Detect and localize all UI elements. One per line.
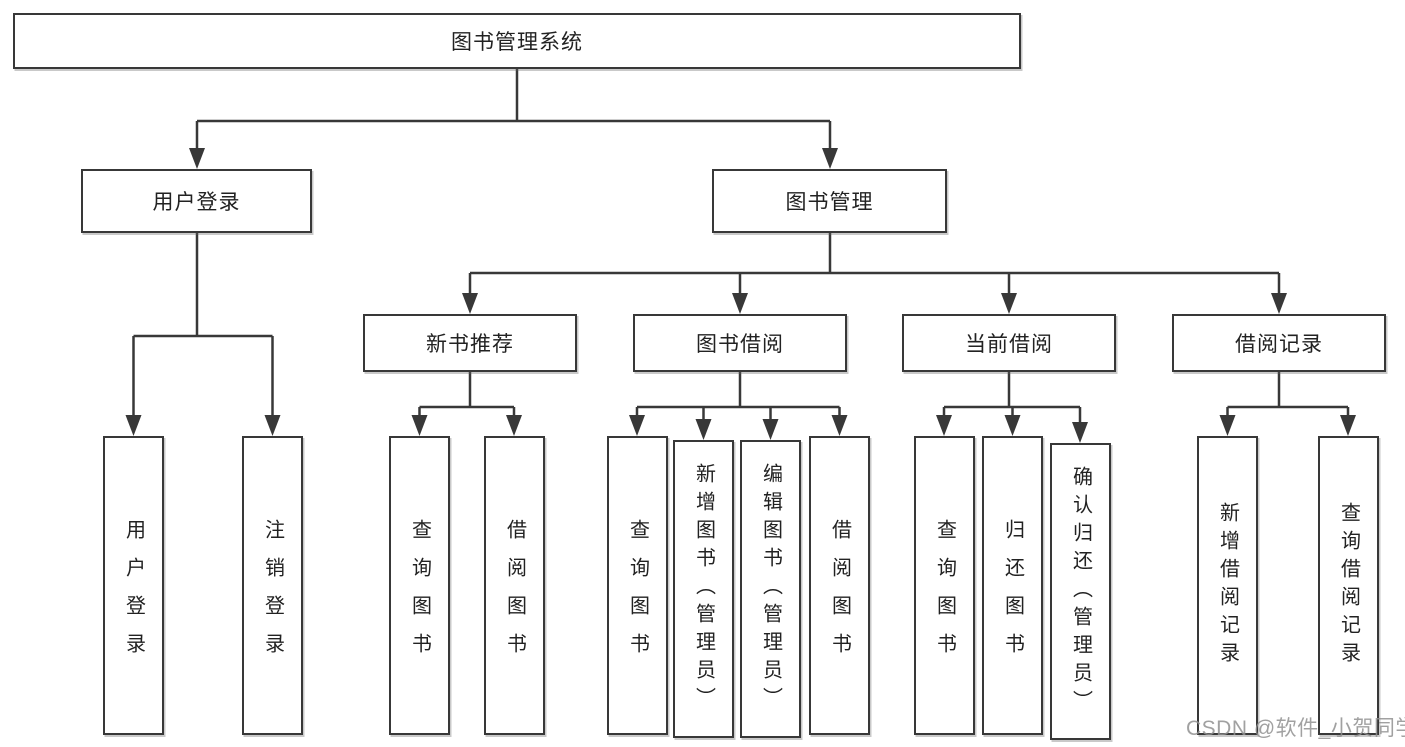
node-borrow-records: 借阅记录: [1172, 314, 1386, 372]
leaf-query-books-borrowing: 查询图书: [607, 436, 668, 735]
node-label: 图书借阅: [696, 333, 784, 356]
leaf-return-book: 归还图书: [982, 436, 1043, 735]
node-label: 新书推荐: [426, 333, 514, 356]
leaf-edit-book-admin: 编辑图书（管理员）: [740, 440, 801, 738]
node-current-borrowing: 当前借阅: [902, 314, 1116, 372]
leaf-add-book-admin: 新增图书（管理员）: [673, 440, 734, 738]
node-label: 借阅记录: [1235, 333, 1323, 356]
node-library-management-system: 图书管理系统: [13, 13, 1021, 69]
node-user-login: 用户登录: [81, 169, 312, 233]
leaf-add-borrow-record: 新增借阅记录: [1197, 436, 1258, 735]
leaf-query-books-current: 查询图书: [914, 436, 975, 735]
node-book-management: 图书管理: [712, 169, 947, 233]
csdn-watermark: CSDN @软件_小贺同学: [1186, 717, 1405, 740]
node-label: 用户登录: [152, 191, 241, 214]
leaf-borrow-books-borrowing: 借阅图书: [809, 436, 870, 735]
node-book-borrowing: 图书借阅: [633, 314, 847, 372]
leaf-user-login: 用户登录: [103, 436, 164, 735]
arrowheads: [125, 148, 1356, 443]
leaf-query-books-recommend: 查询图书: [389, 436, 450, 735]
node-label: 当前借阅: [965, 333, 1053, 356]
leaf-confirm-return-admin: 确认归还（管理员）: [1050, 443, 1111, 740]
node-new-book-recommend: 新书推荐: [363, 314, 577, 372]
leaf-query-borrow-record: 查询借阅记录: [1318, 436, 1379, 735]
leaf-logout: 注销登录: [242, 436, 303, 735]
leaf-borrow-books-recommend: 借阅图书: [484, 436, 545, 735]
node-label: 图书管理系统: [451, 31, 583, 54]
node-label: 图书管理: [785, 191, 874, 214]
